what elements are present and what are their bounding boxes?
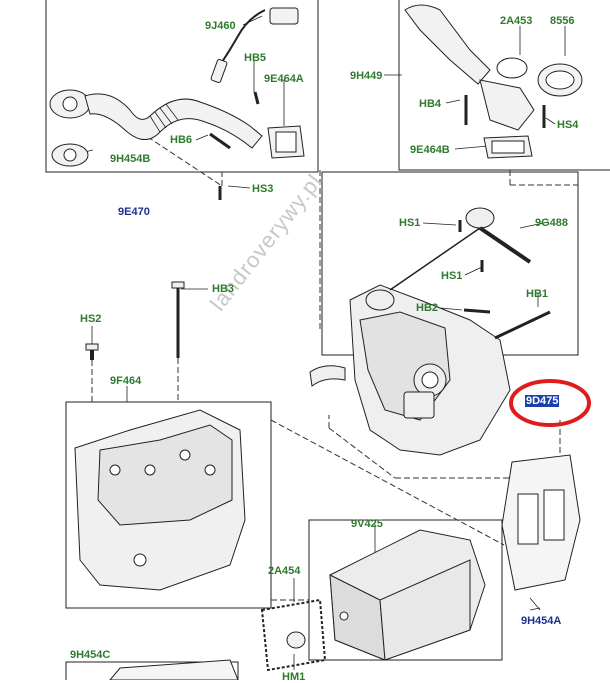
label-HB6[interactable]: HB6 (170, 134, 193, 146)
egr-pipe-assembly (49, 7, 305, 200)
gasket-9H454C (109, 659, 239, 680)
highlight-ring (509, 379, 591, 427)
label-9F464[interactable]: 9F464 (110, 375, 142, 387)
box-9H454C (65, 661, 239, 680)
label-HS1-top[interactable]: HS1 (399, 217, 421, 229)
cooler-housing (74, 409, 246, 591)
label-9D475[interactable]: 9D475 (523, 394, 561, 408)
label-2A454[interactable]: 2A454 (268, 565, 301, 577)
label-HB3[interactable]: HB3 (212, 283, 235, 295)
gasket-9H454A (501, 454, 581, 591)
label-HS4[interactable]: HS4 (557, 119, 579, 131)
label-HM1[interactable]: HM1 (282, 671, 306, 683)
label-9E464B[interactable]: 9E464B (410, 144, 450, 156)
box-9E470 (45, 0, 319, 173)
label-9J460[interactable]: 9J460 (205, 20, 236, 32)
label-HS2[interactable]: HS2 (80, 313, 102, 325)
label-9H454B[interactable]: 9H454B (110, 153, 151, 165)
box-9F464 (65, 401, 272, 609)
label-9V425[interactable]: 9V425 (351, 518, 383, 530)
egr-cooler (329, 529, 486, 661)
box-9G488 (321, 171, 579, 356)
label-HB1[interactable]: HB1 (526, 288, 549, 300)
label-HS3[interactable]: HS3 (252, 183, 274, 195)
egr-valve-assembly (309, 207, 551, 456)
label-9H454C[interactable]: 9H454C (70, 649, 111, 661)
label-9G488[interactable]: 9G488 (535, 217, 569, 229)
label-9H449[interactable]: 9H449 (350, 70, 383, 82)
box-9H449 (398, 0, 610, 171)
long-bolts (85, 281, 185, 360)
box-9V425 (308, 519, 503, 661)
egr-inlet-assembly (404, 4, 583, 159)
label-9H454A[interactable]: 9H454A (521, 615, 562, 627)
label-HB5[interactable]: HB5 (244, 52, 267, 64)
label-9E464A[interactable]: 9E464A (264, 73, 304, 85)
label-HS1-bottom[interactable]: HS1 (441, 270, 463, 282)
label-2A453[interactable]: 2A453 (500, 15, 533, 27)
label-HB2[interactable]: HB2 (416, 302, 439, 314)
label-8556[interactable]: 8556 (550, 15, 575, 27)
plug-HM1 (286, 631, 306, 649)
gasket-2A454 (260, 598, 327, 672)
label-9E470[interactable]: 9E470 (118, 206, 150, 218)
label-HB4[interactable]: HB4 (419, 98, 442, 110)
